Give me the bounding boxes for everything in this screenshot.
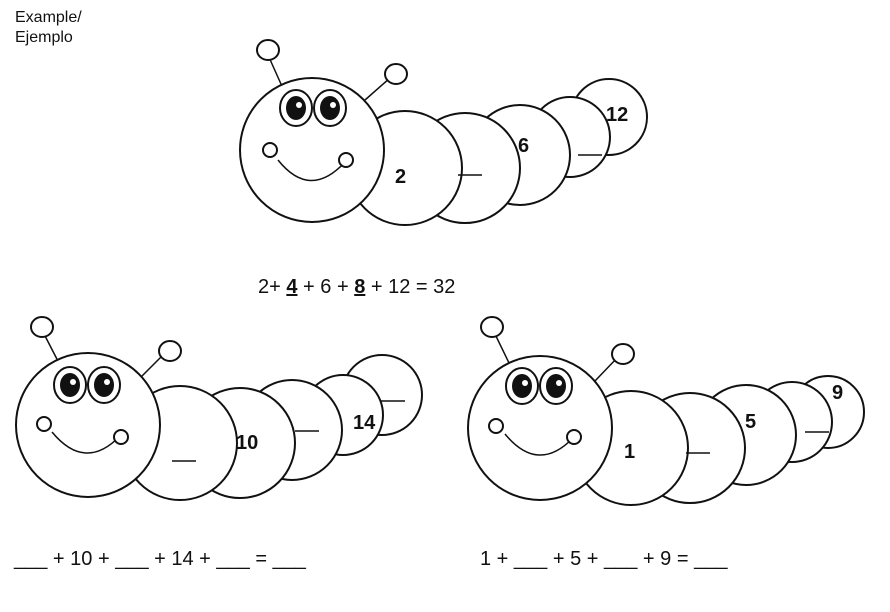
antenna	[364, 77, 391, 101]
eye-shine	[556, 380, 562, 386]
eye-shine	[70, 379, 76, 385]
equation-part: + 12 = 32	[365, 276, 456, 298]
pupil	[286, 96, 306, 120]
segment-value-5: 12	[606, 104, 628, 126]
pupil	[320, 96, 340, 120]
segment-value-1: 2	[395, 166, 406, 188]
antenna-tip	[256, 39, 280, 61]
antenna-tip	[611, 343, 635, 365]
antenna-tip	[30, 316, 54, 338]
eye-shine	[330, 102, 336, 108]
segment-value-1: 1	[624, 441, 635, 463]
segment-value-3: 5	[745, 411, 756, 433]
cheek	[338, 152, 354, 168]
example-label-line1: Example/	[15, 9, 82, 26]
antenna	[139, 354, 164, 379]
antenna-tip	[158, 340, 182, 362]
smile	[51, 431, 121, 454]
equation-part: 2+	[258, 276, 287, 298]
eye-shine	[522, 380, 528, 386]
pupil	[512, 374, 532, 398]
segment-value-2: 10	[236, 432, 258, 454]
antenna-tip	[384, 63, 408, 85]
eye-shine	[296, 102, 302, 108]
problem1-caterpillar: 10 14	[15, 316, 423, 501]
problem2-caterpillar: 1 5 9	[467, 316, 865, 506]
smile	[504, 433, 574, 456]
example-label-line2: Ejemplo	[15, 29, 73, 46]
cheek	[36, 416, 52, 432]
caterpillar-head	[467, 355, 613, 501]
pupil	[546, 374, 566, 398]
cheek	[262, 142, 278, 158]
problem1-equation: ___ + 10 + ___ + 14 + ___ = ___	[14, 548, 306, 570]
caterpillar-head	[15, 352, 161, 498]
antenna-tip	[480, 316, 504, 338]
pupil	[60, 373, 80, 397]
segment-value-5: 9	[832, 382, 843, 404]
cheek	[488, 418, 504, 434]
eye-shine	[104, 379, 110, 385]
example-label: Example/ Ejemplo	[15, 8, 82, 48]
problem2-equation: 1 + ___ + 5 + ___ + 9 = ___	[480, 548, 728, 570]
antenna	[493, 331, 511, 366]
antenna	[593, 357, 618, 383]
cheek	[566, 429, 582, 445]
equation-part: + 6 +	[297, 276, 355, 298]
caterpillar-head	[239, 77, 385, 223]
answer-4: 4	[286, 276, 298, 298]
cheek	[113, 429, 129, 445]
example-caterpillar: 2 6 12	[239, 39, 648, 226]
smile	[277, 159, 346, 182]
pupil	[94, 373, 114, 397]
answer-8: 8	[354, 276, 366, 298]
segment-value-4: 14	[353, 412, 376, 434]
example-equation: 2+ 4 + 6 + 8 + 12 = 32	[258, 276, 455, 299]
segment-value-3: 6	[518, 135, 529, 157]
